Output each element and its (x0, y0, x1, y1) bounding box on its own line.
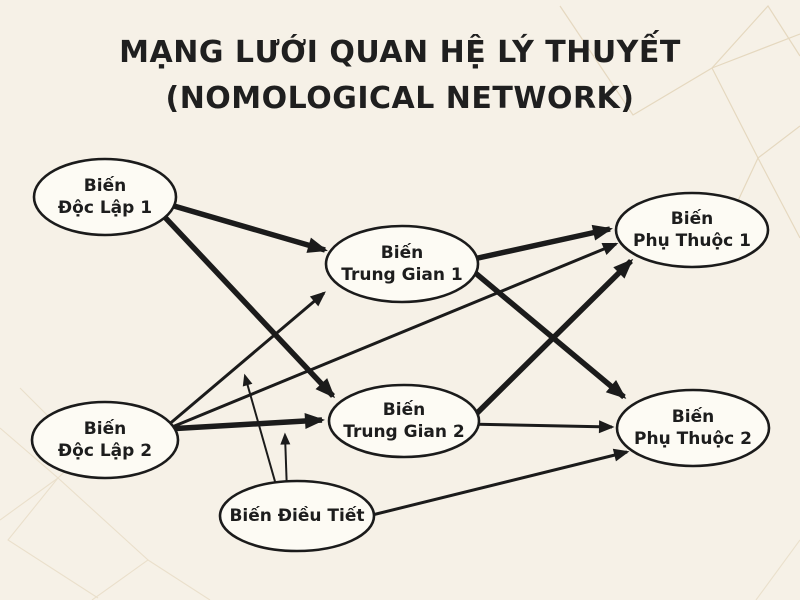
node-doc-lap-2-ellipse (30, 400, 180, 480)
node-phu-thuoc-1-ellipse (614, 191, 770, 269)
diagram-title: MẠNG LƯỚI QUAN HỆ LÝ THUYẾT (NOMOLOGICAL… (0, 30, 800, 122)
node-doc-lap-1-label: Biến Độc Lập 1 (57, 176, 153, 218)
node-phu-thuoc-1-label: Biến Phụ Thuộc 1 (633, 209, 751, 251)
title-line-1: MẠNG LƯỚI QUAN HỆ LÝ THUYẾT (119, 35, 681, 70)
node-dieu-tiet-label: Biến Điều Tiết (229, 506, 365, 526)
node-trung-gian-1-label: Biến Trung Gian 1 (341, 243, 463, 285)
edge-trung-gian-1-to-phu-thuoc-1 (459, 224, 613, 265)
edge-dieu-tiet-to-phu-thuoc-2 (359, 448, 630, 520)
edge-trung-gian-2-to-phu-thuoc-2 (464, 420, 615, 434)
edge-doc-lap-1-to-trung-gian-2 (157, 210, 336, 399)
edge-doc-lap-2-to-phu-thuoc-1 (159, 242, 619, 434)
edge-doc-lap-1-to-trung-gian-1 (149, 196, 328, 253)
node-phu-thuoc-2-label: Biến Phụ Thuộc 2 (634, 407, 752, 449)
edge-trung-gian-1-to-phu-thuoc-2 (453, 253, 627, 400)
edge-trung-gian-2-to-phu-thuoc-1 (463, 258, 634, 427)
node-doc-lap-2-label: Biến Độc Lập 2 (57, 419, 153, 461)
edge-doc-lap-2-to-trung-gian-1 (159, 291, 326, 434)
node-dieu-tiet-ellipse (218, 479, 376, 553)
node-phu-thuoc-2-ellipse (615, 388, 771, 468)
node-trung-gian-1-ellipse (324, 224, 480, 304)
moderation-arrow-on-doc-lap-2-trung-gian-1 (242, 373, 279, 493)
node-doc-lap-1-ellipse (32, 157, 178, 237)
node-trung-gian-2-label: Biến Trung Gian 2 (343, 400, 465, 442)
node-trung-gian-2-ellipse (327, 383, 481, 459)
edge-doc-lap-2-to-trung-gian-2 (149, 413, 325, 433)
title-line-2: (NOMOLOGICAL NETWORK) (165, 81, 635, 116)
